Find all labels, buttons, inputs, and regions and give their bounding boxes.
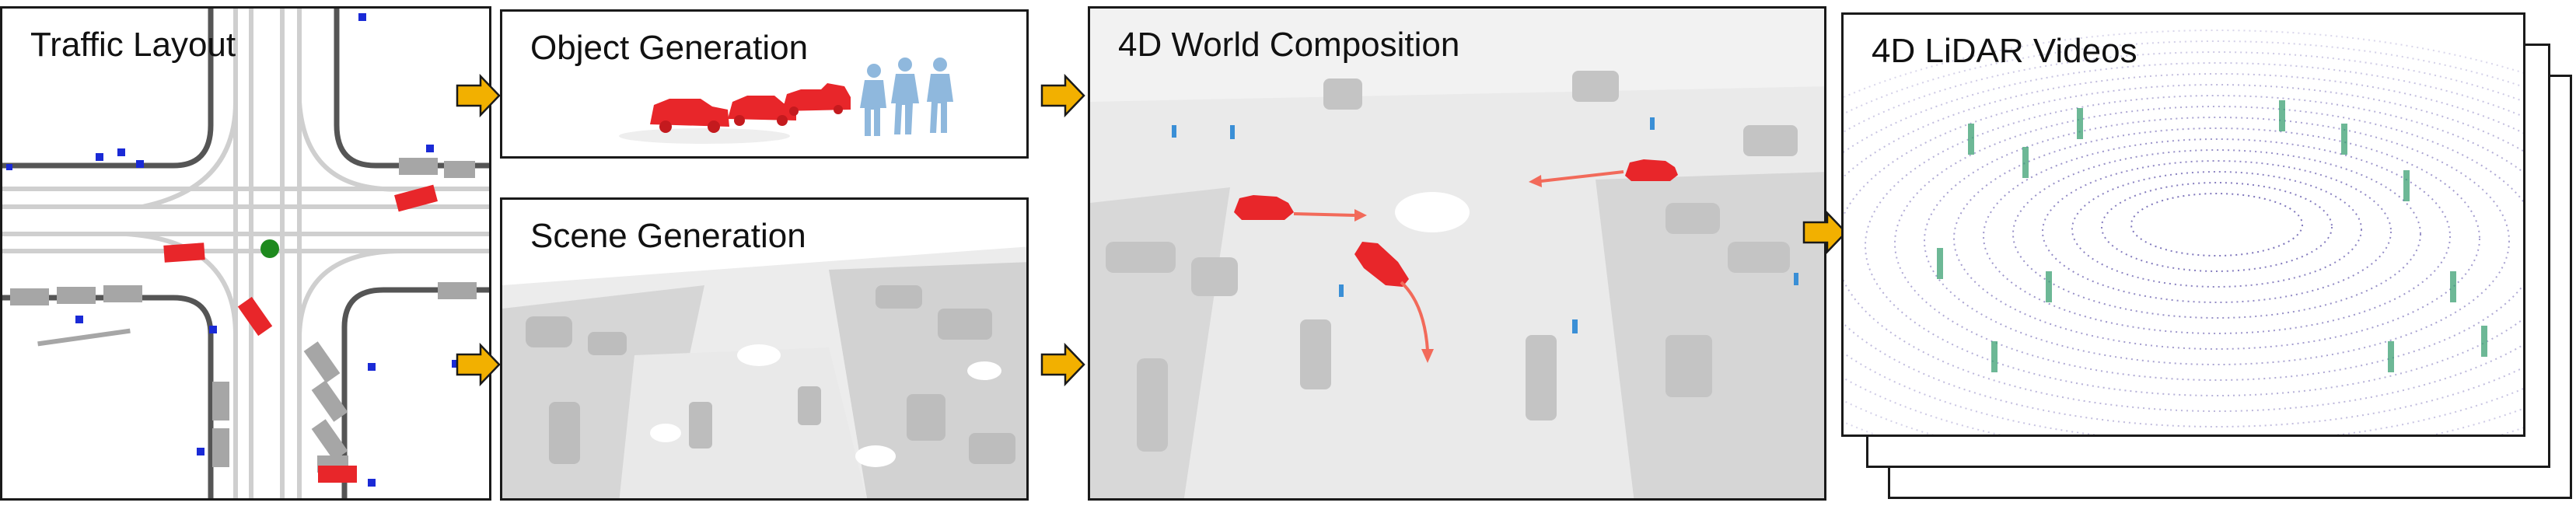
arrow-objects-to-composition [1040,73,1085,118]
generated-scene-render [502,246,1026,498]
target-vehicles [163,184,438,483]
scene-hole [1395,192,1470,232]
traffic-layout-title: Traffic Layout [30,26,236,64]
composed-world-render [1090,9,1824,498]
composed-pedestrians [1172,117,1798,333]
object-generation-panel: Object Generation [500,9,1029,159]
pedestrians [6,13,460,487]
generated-car-icon [650,83,851,127]
lidar-rings [1844,30,2523,434]
composed-vehicles [1234,159,1678,287]
arrow-to-scene-generation [456,342,501,387]
scene-generation-panel: Scene Generation [500,197,1029,501]
generated-objects [619,58,953,144]
lidar-point-cloud [1844,30,2523,434]
lidar-videos-panel: 4D LiDAR Videos [1841,12,2525,437]
arrow-to-lidar-videos [1802,210,1847,255]
vehicle-trajectories [1293,170,1624,351]
world-composition-panel: 4D World Composition [1088,6,1826,501]
ego-blind-spot [2147,201,2287,248]
arrow-to-object-generation [456,73,501,118]
world-composition-title: 4D World Composition [1118,26,1460,64]
parked-vehicles [10,158,477,473]
ego-vehicle-marker [260,239,279,258]
lidar-videos-title: 4D LiDAR Videos [1872,32,2137,70]
arrow-scene-to-composition [1040,342,1085,387]
traffic-layout-panel: Traffic Layout [0,6,491,501]
lidar-vertical-structures [1937,100,2487,372]
scene-generation-title: Scene Generation [530,217,806,255]
object-generation-title: Object Generation [530,29,809,67]
traffic-layout-map [2,9,489,498]
generated-pedestrian-icon [860,58,953,136]
